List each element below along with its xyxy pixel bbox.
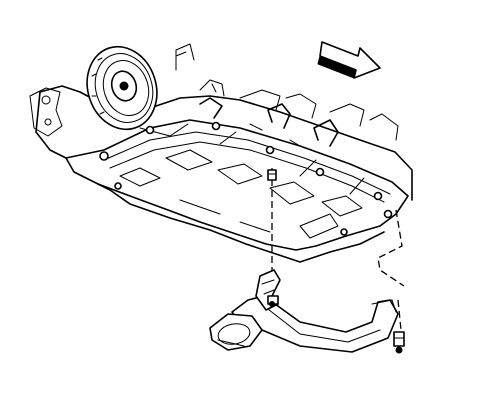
- oil-pickup-tube: [209, 269, 399, 353]
- pan-stud: [267, 169, 277, 181]
- arrow-right-icon: [317, 41, 381, 79]
- crankshaft-balancer: [86, 45, 158, 131]
- pickup-bolts: [393, 331, 405, 354]
- engine-block: [29, 43, 413, 201]
- oil-pan: [65, 119, 409, 263]
